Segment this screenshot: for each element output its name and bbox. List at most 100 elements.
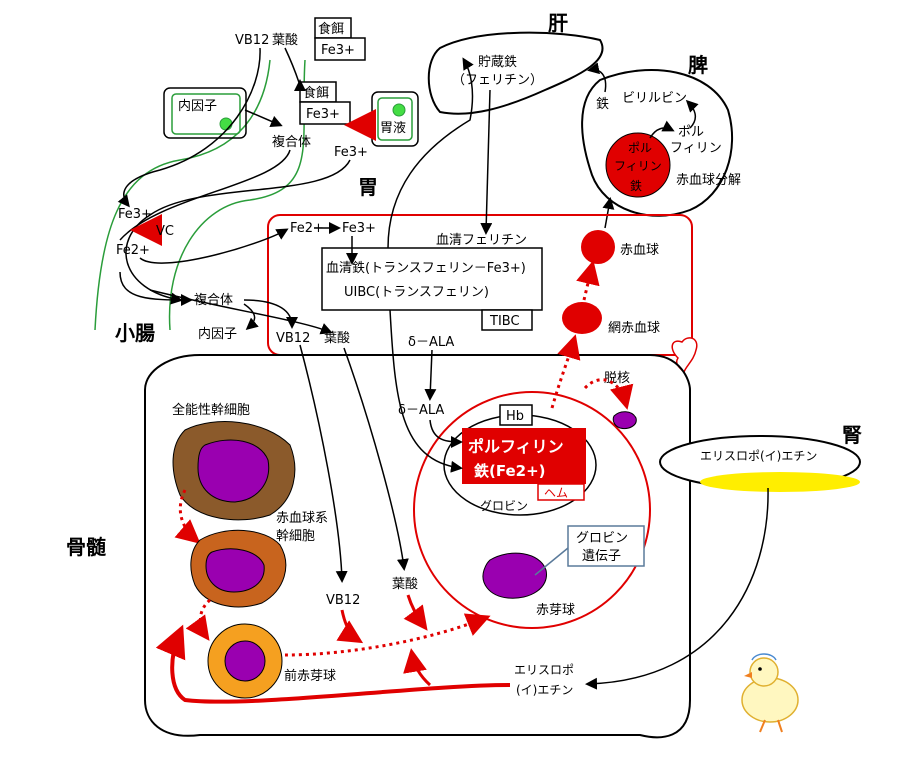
flow-ala-to-porphyrin xyxy=(429,419,463,448)
flow-porphyrin-to-bilirubin xyxy=(685,99,699,129)
flow-kidney-to-marrow xyxy=(585,487,769,690)
kidney-yellow xyxy=(700,472,860,492)
blood-reticulocyte-label: 網赤血球 xyxy=(608,321,660,336)
flow-vb12-to-marrow xyxy=(299,344,348,583)
blood-rbc-label: 赤血球 xyxy=(620,243,659,258)
bone-marrow-label: 骨髄 xyxy=(66,535,106,559)
chick-illustration xyxy=(741,653,799,733)
liver-label: 肝 xyxy=(548,11,568,35)
marrow-stem-cell: 全能性幹細胞 xyxy=(172,402,250,418)
flow-complex-to-gut xyxy=(119,149,291,241)
spleen-porphyrin-a: ポル xyxy=(678,125,704,140)
blood-delta-ala: δ－ALA xyxy=(408,335,454,350)
intestine-green-line-1 xyxy=(94,59,271,331)
marrow-erythroblast: 赤芽球 xyxy=(536,603,575,618)
flow-complex-to-if xyxy=(243,303,259,330)
erythroblast-outer xyxy=(413,391,651,629)
flow-ala-down xyxy=(424,349,437,401)
marrow-hb: Hb xyxy=(506,409,524,424)
liver-outline xyxy=(427,31,604,115)
blood-folic-acid: 葉酸 xyxy=(324,331,350,346)
stem-cell-nucleus xyxy=(197,439,270,503)
fe3-box-1 xyxy=(314,37,366,61)
hb-box xyxy=(499,404,533,426)
blood-tibc: TIBC xyxy=(489,314,520,329)
marrow-erythropoietin-b: (イ)エチン xyxy=(516,683,573,697)
flow-serum-to-iron xyxy=(389,309,463,473)
gastric-cell-inner xyxy=(377,97,413,141)
flow-erythroblast-to-reticulocyte xyxy=(550,334,581,409)
erythroblast-nucleus xyxy=(482,552,547,599)
blood-rbc xyxy=(581,230,615,264)
intestine-fe3: Fe3+ xyxy=(118,207,152,222)
small-intestine-label: 小腸 xyxy=(115,321,155,345)
marrow-proerythroblast: 前赤芽球 xyxy=(284,668,336,684)
marrow-erythroid-stem-a: 赤血球系 xyxy=(276,511,328,526)
flow-rbc-to-porphyrin xyxy=(649,120,675,139)
serum-iron-box xyxy=(321,247,543,311)
marrow-vb12: VB12 xyxy=(326,593,360,608)
erythroid-stem-nucleus xyxy=(205,548,265,593)
food-label-2: 食餌 xyxy=(303,85,329,101)
flow-spleen-to-liver xyxy=(587,62,607,93)
intrinsic-factor-nucleus xyxy=(219,117,233,131)
heart-icon xyxy=(671,337,698,374)
blood-vb12: VB12 xyxy=(276,331,310,346)
flow-complex-to-vb12 xyxy=(243,299,298,329)
marrow-enucleation: 脱核 xyxy=(604,371,630,386)
spleen-inner-iron: 鉄 xyxy=(630,178,642,193)
flow-folic-to-marrow xyxy=(343,347,409,571)
flow-enucleation xyxy=(583,378,634,410)
blood-uibc: UIBC(トランスフェリン) xyxy=(344,285,489,300)
flow-erythroid-to-pro xyxy=(185,598,212,641)
heme-box xyxy=(537,483,585,501)
flow-folic-down xyxy=(284,47,306,92)
intake-complex: 複合体 xyxy=(272,134,311,150)
marrow-folic-acid: 葉酸 xyxy=(392,577,418,592)
flow-liver-to-ferritin xyxy=(480,89,493,235)
flow-stomach-to-gut xyxy=(125,159,351,305)
spleen-porphyrin-b: フィリン xyxy=(670,141,722,156)
blood-fe2: Fe2+ xyxy=(290,221,324,236)
intrinsic-factor-cell-outer xyxy=(163,87,247,139)
intestine-vc: VC xyxy=(156,224,174,239)
flow-intrinsic-to-complex xyxy=(244,109,283,127)
spleen-inner-porphyrin-a: ポル xyxy=(628,141,652,155)
flow-pro-to-erythroblast xyxy=(284,613,491,657)
marrow-globin: グロビン xyxy=(480,499,528,513)
intrinsic-factor-label: 内因子 xyxy=(178,98,217,114)
kidney-label: 腎 xyxy=(842,423,862,447)
vb12-red-arrow xyxy=(336,609,364,644)
spleen-label: 脾 xyxy=(688,53,708,77)
blood-serum-iron: 血清鉄(トランスフェリン－Fe3+) xyxy=(326,261,526,276)
folic-red-arrow xyxy=(403,594,428,631)
marrow-porphyrin: ポルフィリン xyxy=(468,437,564,456)
epo-red-path-main xyxy=(155,624,511,704)
spleen-rbc xyxy=(605,132,671,198)
globin-gene-pointer xyxy=(534,547,569,576)
flow-serum-to-liver xyxy=(387,57,474,249)
spleen-inner-porphyrin-b: フィリン xyxy=(614,159,662,173)
enucleated-nucleus xyxy=(612,411,637,429)
epo-red-path-branch xyxy=(403,648,432,687)
spleen-iron: 鉄 xyxy=(596,97,609,112)
liver-ferritin: （フェリチン） xyxy=(452,73,543,88)
marrow-iron-fe2: 鉄(Fe2+) xyxy=(474,462,546,480)
spleen-bilirubin: ビリルビン xyxy=(622,91,687,106)
spleen-rbc-breakdown: 赤血球分解 xyxy=(676,173,741,188)
intake-vb12: VB12 xyxy=(235,33,269,48)
marrow-erythroid-stem-b: 幹細胞 xyxy=(276,528,315,544)
intake-fe3-stomach: Fe3+ xyxy=(334,145,368,160)
gastric-cell-nucleus xyxy=(392,103,406,117)
marrow-heme: ヘム xyxy=(544,486,568,500)
liver-storage-iron: 貯蔵鉄 xyxy=(478,55,517,70)
blood-reticulocyte xyxy=(562,302,602,334)
marrow-erythropoietin-a: エリスロポ xyxy=(514,663,574,677)
flow-vb12-down xyxy=(117,47,261,208)
flow-gut-fe2-to-blood xyxy=(139,228,289,264)
flow-gut-to-complex xyxy=(119,271,193,306)
flow-intestine-to-folic xyxy=(149,289,333,335)
porphyrin-box xyxy=(462,428,586,484)
food-label-1: 食餌 xyxy=(318,21,344,37)
intestine-fe2: Fe2+ xyxy=(116,243,150,258)
